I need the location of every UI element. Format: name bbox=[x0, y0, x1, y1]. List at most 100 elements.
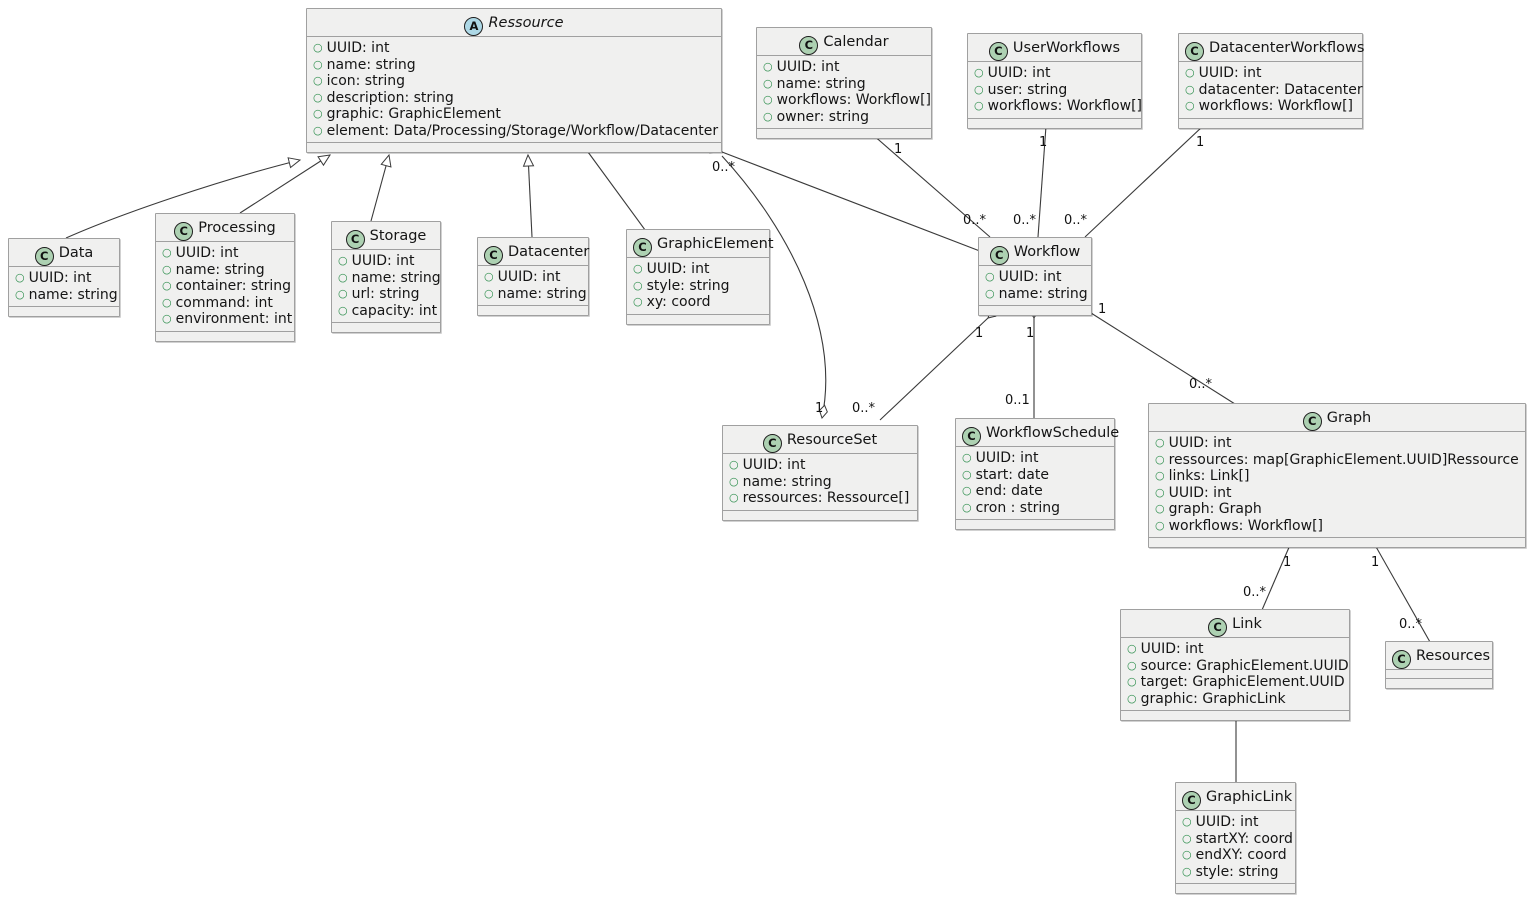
attribute-row: ○style: string bbox=[633, 278, 765, 295]
attribute-row: ○UUID: int bbox=[313, 40, 717, 57]
class-icon: C bbox=[1182, 791, 1201, 810]
attribute-row: ○workflows: Workflow[] bbox=[763, 92, 931, 109]
multiplicity-label: 0..* bbox=[963, 213, 987, 228]
attributes-compartment-ressource: ○UUID: int○name: string○icon: string○des… bbox=[307, 37, 721, 143]
visibility-public-icon: ○ bbox=[729, 474, 739, 488]
attribute-text: ressources: map[GraphicElement.UUID]Ress… bbox=[1168, 451, 1519, 468]
visibility-public-icon: ○ bbox=[1182, 815, 1192, 828]
attribute-text: start: date bbox=[975, 466, 1049, 483]
visibility-public-icon: ○ bbox=[1127, 675, 1137, 688]
methods-compartment-graphicelement bbox=[627, 315, 769, 324]
attribute-text: UUID: int bbox=[497, 269, 561, 285]
visibility-public-icon: ○ bbox=[15, 271, 25, 284]
attribute-text: UUID: int bbox=[1168, 435, 1232, 451]
methods-compartment-workflow bbox=[979, 306, 1091, 315]
visibility-public-icon: ○ bbox=[1155, 485, 1165, 499]
class-icon: C bbox=[1208, 618, 1228, 637]
attribute-text: command: int bbox=[175, 294, 273, 311]
methods-compartment-data bbox=[9, 307, 119, 316]
visibility-public-icon: ○ bbox=[974, 66, 984, 79]
attribute-row: ○name: string bbox=[484, 285, 587, 303]
attribute-row: ○name: string bbox=[338, 270, 441, 287]
methods-compartment-calendar bbox=[757, 129, 931, 138]
attribute-text: UUID: int bbox=[975, 450, 1039, 466]
attribute-row: ○target: GraphicElement.UUID bbox=[1127, 674, 1345, 691]
attribute-text: icon: string bbox=[326, 73, 405, 89]
attribute-text: graphic: GraphicElement bbox=[326, 106, 501, 122]
attribute-text: graph: Graph bbox=[1168, 501, 1262, 517]
visibility-public-icon: ○ bbox=[763, 93, 773, 106]
attribute-text: cron : string bbox=[975, 499, 1060, 516]
attribute-text: element: Data/Processing/Storage/Workflo… bbox=[326, 122, 719, 139]
methods-compartment-datacenter bbox=[478, 306, 588, 315]
visibility-public-icon: ○ bbox=[484, 286, 494, 300]
attribute-row: ○UUID: int bbox=[1127, 641, 1345, 658]
attribute-row: ○user: string bbox=[974, 82, 1137, 99]
attribute-text: UUID: int bbox=[326, 40, 390, 56]
attribute-text: url: string bbox=[351, 286, 420, 302]
attribute-text: style: string bbox=[1195, 863, 1279, 880]
visibility-public-icon: ○ bbox=[1127, 642, 1137, 655]
methods-compartment-processing bbox=[156, 332, 294, 341]
visibility-public-icon: ○ bbox=[985, 286, 995, 300]
class-name-storage: Storage bbox=[369, 228, 427, 244]
attribute-text: description: string bbox=[326, 89, 454, 106]
visibility-public-icon: ○ bbox=[1182, 864, 1192, 878]
methods-compartment-link bbox=[1121, 711, 1349, 720]
visibility-public-icon: ○ bbox=[763, 76, 773, 90]
visibility-public-icon: ○ bbox=[974, 99, 984, 112]
visibility-public-icon: ○ bbox=[962, 451, 972, 464]
class-name-graphicelement: GraphicElement bbox=[657, 236, 774, 252]
attribute-row: ○startXY: coord bbox=[1182, 831, 1293, 848]
multiplicity-label: 0..* bbox=[1064, 213, 1088, 228]
class-name-data: Data bbox=[58, 245, 94, 261]
attribute-text: name: string bbox=[497, 285, 587, 302]
attribute-text: UUID: int bbox=[987, 65, 1051, 81]
attribute-text: name: string bbox=[776, 75, 866, 92]
attribute-text: workflows: Workflow[] bbox=[987, 98, 1142, 114]
attribute-text: owner: string bbox=[776, 108, 869, 125]
attribute-row: ○UUID: int bbox=[763, 59, 927, 76]
methods-compartment-graphiclink bbox=[1176, 884, 1295, 893]
methods-compartment-workflowschedule bbox=[956, 520, 1114, 529]
attribute-row: ○workflows: Workflow[] bbox=[974, 98, 1142, 115]
visibility-public-icon: ○ bbox=[162, 246, 172, 259]
attribute-text: target: GraphicElement.UUID bbox=[1140, 674, 1345, 690]
attribute-text: UUID: int bbox=[742, 457, 806, 473]
edge-storage-to-ressource bbox=[370, 153, 392, 222]
multiplicity-label: 0..* bbox=[712, 160, 736, 175]
attribute-row: ○graph: Graph bbox=[1155, 501, 1521, 518]
attribute-text: name: string bbox=[175, 261, 265, 278]
attribute-row: ○UUID: int bbox=[985, 269, 1087, 286]
attribute-row: ○name: string bbox=[763, 76, 927, 93]
attribute-text: UUID: int bbox=[998, 269, 1062, 285]
attribute-text: graphic: GraphicLink bbox=[1140, 690, 1286, 707]
attribute-row: ○ressources: Ressource[] bbox=[729, 490, 913, 507]
methods-compartment-storage bbox=[332, 323, 440, 332]
visibility-public-icon: ○ bbox=[162, 279, 172, 292]
class-icon: C bbox=[1302, 412, 1322, 431]
attribute-row: ○UUID: int bbox=[1155, 435, 1521, 452]
